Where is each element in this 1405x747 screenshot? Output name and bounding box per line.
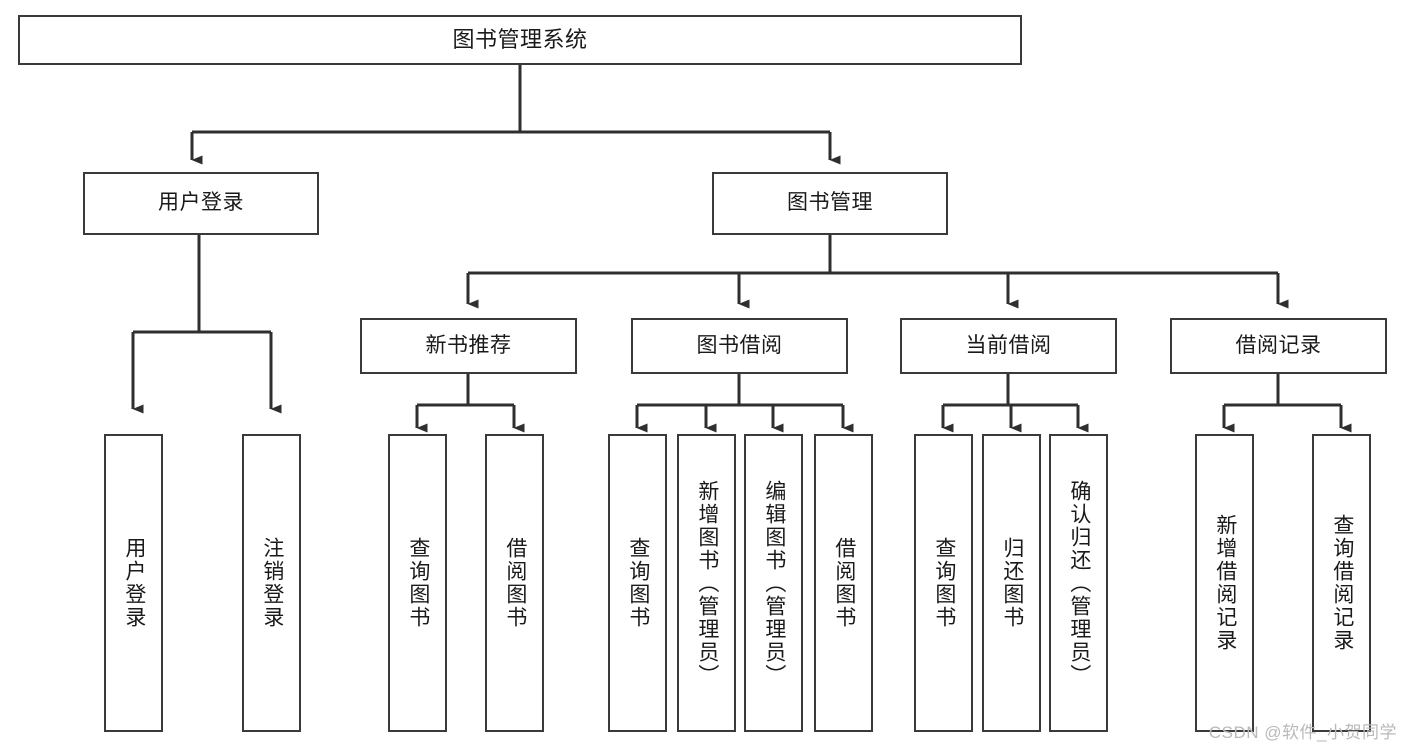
node-leaf-edit-book-label: 编辑图书（管理员） bbox=[762, 479, 786, 687]
node-leaf-query-book-1-label: 查询图书 bbox=[406, 537, 430, 629]
node-leaf-logout-login-label: 注销登录 bbox=[260, 537, 284, 629]
node-leaf-query-book-1[interactable]: 查询图书 bbox=[388, 434, 447, 732]
node-leaf-add-book-label: 新增图书（管理员） bbox=[695, 479, 719, 687]
node-leaf-user-login[interactable]: 用户登录 bbox=[104, 434, 163, 732]
node-leaf-query-book-3[interactable]: 查询图书 bbox=[914, 434, 973, 732]
node-leaf-query-record[interactable]: 查询借阅记录 bbox=[1312, 434, 1371, 732]
node-root-label: 图书管理系统 bbox=[452, 27, 588, 53]
node-leaf-borrow-book-1-label: 借阅图书 bbox=[503, 537, 527, 629]
node-new-book-recommend-label: 新书推荐 bbox=[425, 333, 512, 357]
node-leaf-user-login-label: 用户登录 bbox=[122, 537, 146, 629]
node-leaf-query-book-2[interactable]: 查询图书 bbox=[608, 434, 667, 732]
node-leaf-query-book-2-label: 查询图书 bbox=[626, 537, 650, 629]
node-book-borrow[interactable]: 图书借阅 bbox=[631, 318, 848, 374]
node-leaf-edit-book[interactable]: 编辑图书（管理员） bbox=[744, 434, 803, 732]
csdn-watermark: CSDN @软件_小贺同学 bbox=[1208, 723, 1397, 742]
node-leaf-logout-login[interactable]: 注销登录 bbox=[242, 434, 301, 732]
node-leaf-return-book[interactable]: 归还图书 bbox=[982, 434, 1041, 732]
node-leaf-add-book[interactable]: 新增图书（管理员） bbox=[677, 434, 736, 732]
node-leaf-confirm-return[interactable]: 确认归还（管理员） bbox=[1049, 434, 1108, 732]
node-book-manage[interactable]: 图书管理 bbox=[712, 172, 948, 235]
node-borrow-record-label: 借阅记录 bbox=[1235, 333, 1322, 357]
node-user-login-label: 用户登录 bbox=[158, 191, 244, 215]
node-leaf-query-record-label: 查询借阅记录 bbox=[1330, 514, 1354, 652]
node-current-borrow-label: 当前借阅 bbox=[965, 333, 1052, 357]
node-leaf-borrow-book-2-label: 借阅图书 bbox=[832, 537, 856, 629]
node-leaf-query-book-3-label: 查询图书 bbox=[932, 537, 956, 629]
node-book-borrow-label: 图书借阅 bbox=[696, 333, 783, 357]
node-root[interactable]: 图书管理系统 bbox=[18, 15, 1022, 65]
node-leaf-confirm-return-label: 确认归还（管理员） bbox=[1067, 479, 1091, 687]
node-current-borrow[interactable]: 当前借阅 bbox=[900, 318, 1117, 374]
node-leaf-return-book-label: 归还图书 bbox=[1000, 537, 1024, 629]
node-leaf-add-record[interactable]: 新增借阅记录 bbox=[1195, 434, 1254, 732]
node-leaf-borrow-book-1[interactable]: 借阅图书 bbox=[485, 434, 544, 732]
node-book-manage-label: 图书管理 bbox=[787, 191, 873, 215]
node-borrow-record[interactable]: 借阅记录 bbox=[1170, 318, 1387, 374]
node-leaf-borrow-book-2[interactable]: 借阅图书 bbox=[814, 434, 873, 732]
node-user-login[interactable]: 用户登录 bbox=[83, 172, 319, 235]
node-new-book-recommend[interactable]: 新书推荐 bbox=[360, 318, 577, 374]
node-leaf-add-record-label: 新增借阅记录 bbox=[1213, 514, 1237, 652]
